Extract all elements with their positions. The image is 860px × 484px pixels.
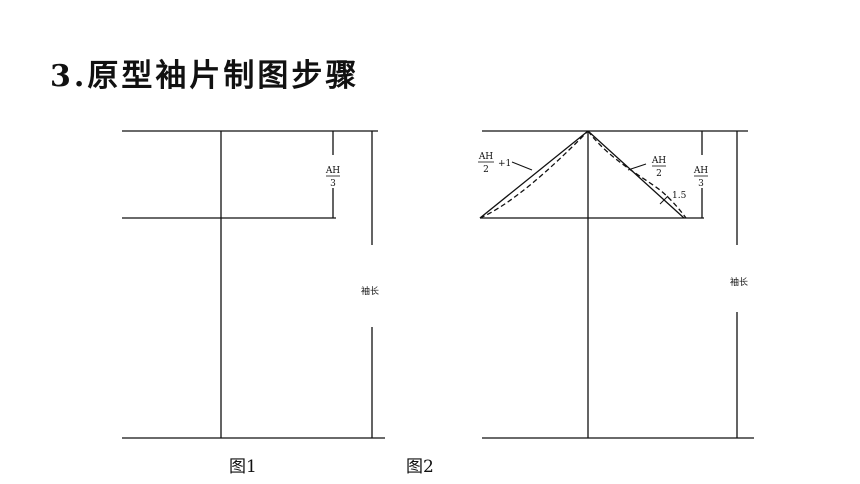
figure1-caption: 图1 — [229, 457, 257, 477]
fig2-sleeve-length-label: 袖长 — [730, 276, 748, 288]
fig2-front-cap-curve — [479, 130, 589, 219]
fig2-left-leader — [511, 161, 533, 171]
fig2-back-slope — [587, 130, 685, 219]
fig2-back-cap-curve — [587, 130, 687, 219]
step-title: 原型袖片制图步骤 — [87, 58, 360, 94]
fig2-left-denominator: 2 — [483, 165, 489, 175]
fig1-fraction-denominator: 3 — [330, 179, 336, 189]
fig2-height-numerator: AH — [693, 166, 708, 176]
fig1-sleeve-length-label: 袖长 — [361, 285, 379, 297]
step-number: 3. — [50, 59, 88, 94]
fig2-offset-label: 1.5 — [672, 191, 687, 201]
fig2-right-numerator: AH — [651, 156, 666, 166]
fig2-height-denominator: 3 — [698, 179, 704, 189]
fig2-left-numerator: AH — [478, 152, 493, 162]
fig2-right-leader — [627, 163, 647, 171]
fig2-front-slope — [479, 130, 589, 219]
fig2-offset-mark — [659, 195, 669, 205]
fig2-right-denominator: 2 — [656, 169, 662, 179]
page-title: 3.原型袖片制图步骤 — [50, 50, 359, 95]
fig1-fraction-numerator: AH — [325, 166, 340, 176]
figure2-drawing — [478, 130, 754, 439]
figure1-drawing — [122, 130, 385, 439]
figure2-caption: 图2 — [406, 457, 434, 477]
fig2-left-suffix: +1 — [498, 159, 511, 169]
